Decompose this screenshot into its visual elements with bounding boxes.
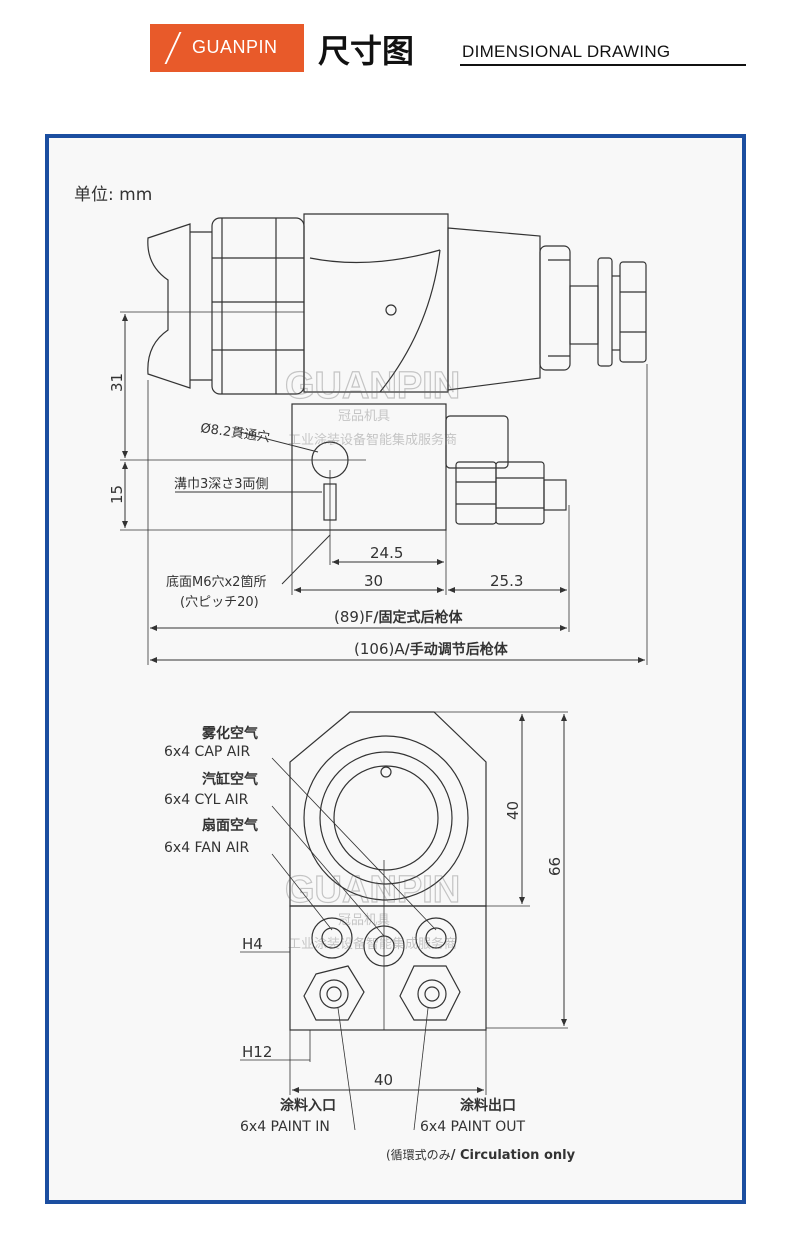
paint-in-cn: 涂料入口: [280, 1097, 336, 1114]
paint-fitting-c: [543, 479, 567, 511]
watermark-logo-2: GUANPIN: [285, 869, 460, 911]
rear-manifold: [289, 905, 487, 1031]
paint-in-en: 6x4 PAINT IN: [240, 1119, 330, 1135]
paint-out-cn: 涂料出口: [460, 1097, 516, 1114]
paint-fitting-a: [455, 461, 497, 525]
dim-15: 15: [108, 485, 126, 504]
paint-out-port: [417, 979, 447, 1009]
brand-badge: GUANPIN: [150, 24, 304, 72]
cap-air-port: [311, 917, 353, 959]
dim-25-3: 25.3: [490, 572, 523, 590]
watermark-lower: GUANPIN 冠品机具 工业涂装设备智能集成服务商: [284, 868, 460, 952]
paint-in-hex: [303, 965, 365, 1021]
dim-31: 31: [108, 373, 126, 392]
dim-24-5: 24.5: [370, 544, 403, 562]
watermark-sub1-2: 冠品机具: [338, 913, 390, 928]
page-header: GUANPIN 尺寸图 DIMENSIONAL DRAWING: [0, 0, 790, 110]
dim-89: (89)F/固定式后枪体: [334, 608, 464, 626]
dim-40-horizontal: 40: [374, 1071, 393, 1089]
watermark-sub2-2: 工业涂装设备智能集成服务商: [288, 936, 457, 952]
rear-knob-b: [619, 261, 647, 363]
groove-note: 溝巾3深さ3両側: [174, 477, 269, 492]
h12-label: H12: [242, 1043, 272, 1061]
manifold-block: [291, 403, 447, 531]
cyl-air-en: 6x4 CYL AIR: [164, 792, 249, 808]
outer-ring: [303, 735, 469, 901]
watermark-logo: GUANPIN: [285, 365, 460, 407]
rear-knob-a: [597, 257, 613, 367]
watermark-upper: GUANPIN 冠品机具 工业涂装设备智能集成服务商: [284, 364, 460, 448]
fan-air-cn: 扇面空气: [202, 817, 258, 834]
cap-air-en: 6x4 CAP AIR: [164, 744, 251, 760]
cap-air-cn: 雾化空气: [201, 725, 258, 742]
circulation-note: (循環式のみ/ Circulation only: [386, 1148, 576, 1163]
base-hole-note: 底面M6穴x2箇所: [166, 574, 266, 590]
nozzle-cap-shape: [147, 223, 191, 389]
dim-30: 30: [364, 572, 383, 590]
body-hole: [385, 304, 397, 316]
brand-name: GUANPIN: [192, 37, 278, 57]
h4-label: H4: [242, 935, 263, 953]
paint-in-port: [319, 979, 349, 1009]
page-title-en: DIMENSIONAL DRAWING: [462, 42, 671, 61]
page-title-cn: 尺寸图: [318, 32, 415, 70]
unit-label: 单位: mm: [74, 185, 152, 205]
inner-ring: [333, 765, 439, 871]
cyl-air-cn: 汽缸空气: [202, 771, 258, 788]
gun-body-shape: [303, 213, 449, 393]
rear-cylinder-shape: [447, 227, 541, 391]
dim-40-vertical: 40: [504, 801, 522, 820]
through-hole-note: Ø8.2貫通穴: [199, 421, 270, 446]
fan-air-port: [415, 917, 457, 959]
paint-out-en: 6x4 PAINT OUT: [420, 1119, 526, 1135]
watermark-sub1: 冠品机具: [338, 409, 390, 424]
dim-66: 66: [546, 857, 564, 876]
watermark-sub2: 工业涂装设备智能集成服务商: [288, 432, 457, 448]
side-view: [147, 213, 647, 531]
pitch-note: (穴ピッチ20): [180, 595, 259, 610]
paint-out-hex: [399, 965, 461, 1021]
air-fitting: [445, 415, 509, 469]
title-underline: [460, 64, 746, 66]
fan-air-en: 6x4 FAN AIR: [164, 840, 250, 856]
paint-fitting-b: [495, 461, 545, 525]
dim-106: (106)A/手动调节后枪体: [354, 640, 509, 658]
